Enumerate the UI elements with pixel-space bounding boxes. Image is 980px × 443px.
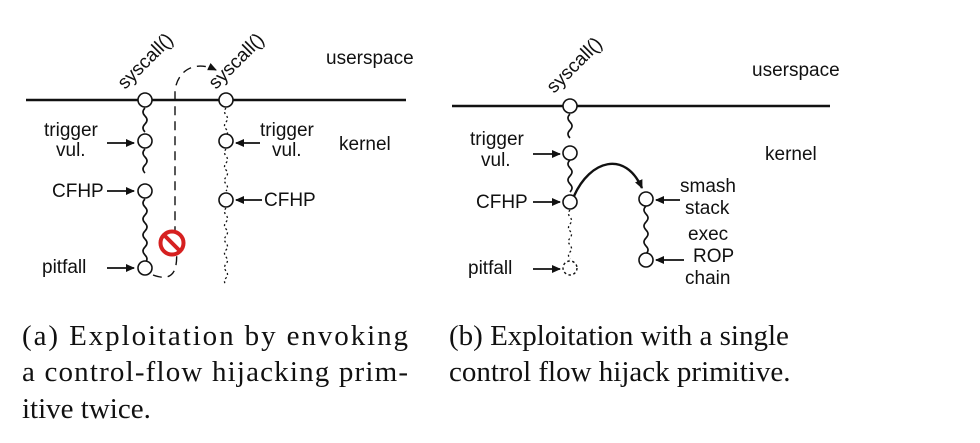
caption-a-line-1: (a) Exploitation by envoking [22,320,408,352]
pitfall-node-b [562,260,578,276]
dotwave-a3 [223,207,229,286]
wave-b3 [643,205,649,255]
panel-a: syscall() syscall() userspace kernel tri… [26,29,414,286]
syscall-node-b [562,98,578,114]
userspace-label-a: userspace [326,48,414,69]
rop-label-b-3: chain [685,268,730,289]
syscall-label-a1: syscall() [114,29,178,93]
caption-a-line-2: a control-flow hijacking prim- [22,356,408,388]
caption-b-line-1: (b) Exploitation with a single [449,320,789,352]
syscall-label-a2: syscall() [205,29,269,93]
pitfall-label-a: pitfall [42,257,86,278]
cfhp-node-a2 [218,192,234,208]
syscall-node-a1 [137,92,153,108]
rop-node-b [638,252,654,268]
hijack-curve-arrow [572,162,644,197]
cfhp-label-a: CFHP [52,181,104,202]
wave-a1 [142,107,148,133]
cfhp-node-a [137,183,153,199]
dotwave-a2 [223,148,229,192]
dotwave-a1 [223,107,229,137]
captions: (a) Exploitation by envoking a control-f… [22,320,790,425]
smash-label-b-1: smash [680,176,736,197]
wave-a2 [142,148,148,174]
rop-label-b-2: ROP [693,246,734,267]
trigger-label-a-2: vul. [56,140,86,161]
trigger-node-a2 [218,133,234,149]
forbidden-icon [158,229,186,257]
smash-node-b [638,191,654,207]
syscall-label-b: syscall() [543,33,607,97]
userspace-label-b: userspace [752,60,840,81]
wave-b1 [567,113,573,139]
pitfall-label-b: pitfall [468,258,512,279]
cfhp-node-b [562,194,578,210]
wave-b2 [567,159,573,193]
panel-b: syscall() userspace kernel trigger vul. … [452,33,840,289]
smash-label-b-2: stack [685,198,730,219]
trigger-label-b-2: vul. [481,150,511,171]
trigger2-label-a-2: vul. [272,140,302,161]
trigger-label-a-1: trigger [44,120,99,141]
kernel-label-b: kernel [765,144,817,165]
caption-b-line-2: control flow hijack primitive. [449,356,790,388]
trigger-node-b [562,145,578,161]
caption-a-line-3: itive twice. [22,393,151,425]
syscall-node-a2 [218,92,234,108]
rop-label-b-1: exec [688,224,728,245]
cfhp2-label-a: CFHP [264,190,316,211]
kernel-label-a: kernel [339,134,391,155]
trigger-label-b-1: trigger [470,129,525,150]
trigger2-label-a-1: trigger [260,120,315,141]
dotwave-b1 [567,209,573,260]
pitfall-node-a [137,260,153,276]
cfhp-label-b: CFHP [476,192,528,213]
wave-a3 [142,198,148,264]
trigger-node-a [137,133,153,149]
